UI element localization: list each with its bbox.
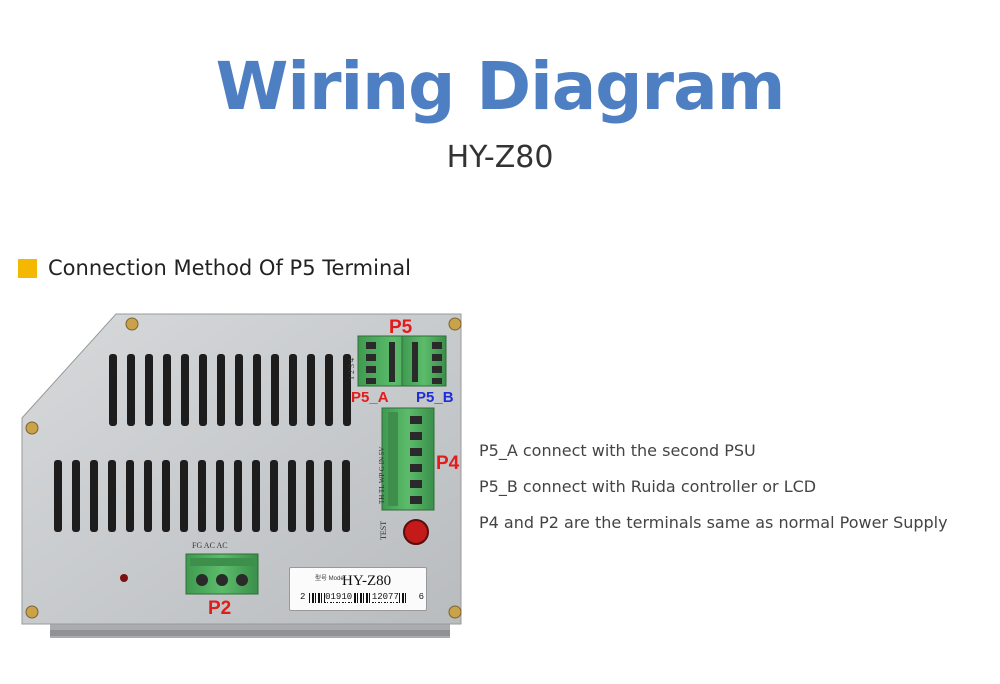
screw-icon (448, 317, 462, 331)
model-subtitle: HY-Z80 (446, 140, 554, 175)
barcode-icon (309, 593, 407, 603)
status-led-icon (120, 574, 128, 582)
power-supply-photo: TEST 1 2 3 4 TH TL WP G IN 5V FG AC AC (14, 308, 480, 648)
p2-label: P2 (208, 598, 232, 619)
model-number: HY-Z80 (342, 573, 392, 589)
model-caption: 型号 Model (315, 576, 346, 582)
serial-middle: 12077 (371, 592, 399, 602)
svg-text:FG AC AC: FG AC AC (192, 541, 228, 550)
p5-b-label: P5_B (416, 389, 454, 406)
p4-label: P4 (436, 453, 460, 474)
screw-icon (25, 421, 39, 435)
svg-text:TEST: TEST (379, 521, 388, 540)
page-title: Wiring Diagram (215, 48, 786, 125)
note-p5-b: P5_B connect with Ruida controller or LC… (479, 477, 817, 496)
upper-vent (109, 354, 351, 426)
p5-terminal (357, 335, 447, 387)
power-supply-illustration: TEST 1 2 3 4 TH TL WP G IN 5V FG AC AC (21, 313, 462, 638)
test-button (403, 519, 429, 545)
svg-text:TH TL WP G IN 5V: TH TL WP G IN 5V (378, 447, 386, 504)
connection-notes: P5_A connect with the second PSU P5_B co… (479, 441, 948, 549)
p5-label: P5 (389, 317, 413, 338)
p4-terminal (381, 407, 435, 511)
screw-icon (25, 605, 39, 619)
serial-number: 2 01910 12077 6 (300, 592, 424, 602)
section-marker-icon (18, 258, 37, 278)
svg-text:1 2 3 4: 1 2 3 4 (347, 358, 356, 380)
model-plate: 型号 Model HY-Z80 2 01910 12077 6 (289, 567, 427, 611)
section-heading: Connection Method Of P5 Terminal (18, 256, 411, 280)
serial-suffix: 6 (418, 592, 424, 602)
note-p5-a: P5_A connect with the second PSU (479, 441, 756, 460)
serial-prefix: 2 (300, 592, 306, 602)
screw-icon (448, 605, 462, 619)
lower-vent (54, 460, 350, 532)
p5-a-label: P5_A (351, 389, 389, 406)
section-title: Connection Method Of P5 Terminal (48, 256, 411, 280)
note-p4-p2: P4 and P2 are the terminals same as norm… (479, 513, 948, 532)
screw-icon (125, 317, 139, 331)
serial-digits: 01910 (325, 592, 353, 602)
p2-terminal (185, 553, 259, 595)
